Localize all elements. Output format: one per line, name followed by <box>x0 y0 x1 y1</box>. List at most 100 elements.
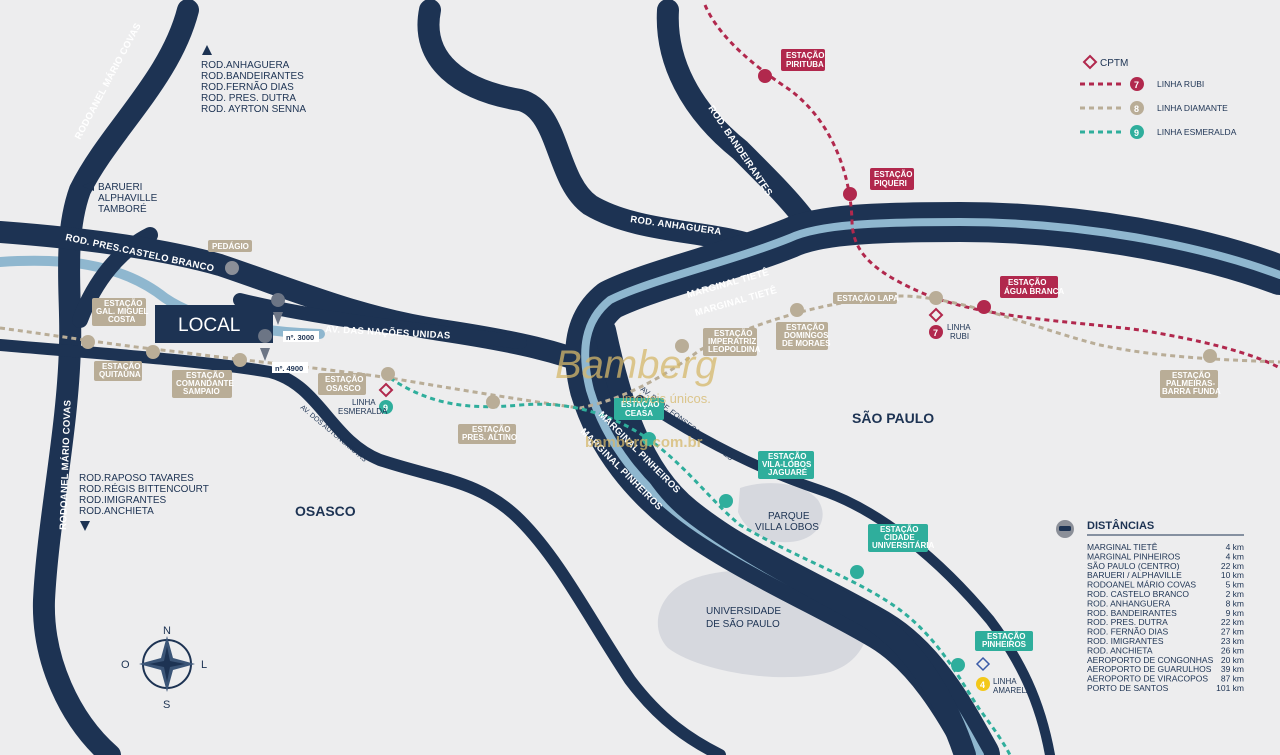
svg-text:TAMBORÉ: TAMBORÉ <box>98 202 147 215</box>
svg-text:DE MORAES: DE MORAES <box>782 339 831 348</box>
svg-text:PALMEIRAS-: PALMEIRAS- <box>1166 379 1216 388</box>
svg-text:AMARELA: AMARELA <box>993 686 1032 695</box>
svg-text:ROD.IMIGRANTES: ROD.IMIGRANTES <box>79 495 167 506</box>
cptm-legend: CPTM 7 LINHA RUBI 8 LINHA DIAMANTE 9 LIN… <box>1080 54 1237 139</box>
svg-text:nº. 3000: nº. 3000 <box>286 333 314 342</box>
local-label: LOCAL <box>178 315 240 336</box>
distance-km: 26 km <box>1221 645 1244 655</box>
svg-text:LINHA RUBI: LINHA RUBI <box>1157 79 1204 89</box>
station-vila-lobos: ESTAÇÃO VILA-LOBOS JAGUARÉ <box>719 451 814 508</box>
distance-place: AEROPORTO DE VIRACOPOS <box>1087 674 1208 684</box>
svg-text:BARUERI: BARUERI <box>98 182 142 193</box>
direction-west: BARUERI ALPHAVILLE TAMBORÉ <box>82 181 158 215</box>
linha-diamante-rail <box>0 294 1280 410</box>
train-icon <box>929 291 943 305</box>
svg-text:ROD.ANCHIETA: ROD.ANCHIETA <box>79 506 154 517</box>
svg-text:PIQUERI: PIQUERI <box>874 179 907 188</box>
svg-text:9: 9 <box>383 403 388 413</box>
station-quitauna: ESTAÇÃO QUITAÚNA <box>94 345 160 381</box>
distance-place: RODOANEL MÁRIO COVAS <box>1087 580 1196 590</box>
svg-text:bamberg.com.br: bamberg.com.br <box>585 434 703 451</box>
svg-text:LINHA: LINHA <box>993 677 1017 686</box>
svg-text:ESTAÇÃO: ESTAÇÃO <box>621 400 660 409</box>
svg-text:ÁGUA BRANCA: ÁGUA BRANCA <box>1004 287 1064 296</box>
svg-text:ESTAÇÃO: ESTAÇÃO <box>1172 371 1211 380</box>
svg-text:4: 4 <box>980 680 985 690</box>
train-icon <box>381 367 395 381</box>
map-pin-icon <box>258 329 273 361</box>
svg-text:7: 7 <box>933 328 938 338</box>
pedagio-label: PEDÁGIO <box>212 242 249 251</box>
station-piqueri: ESTAÇÃO PIQUERI <box>843 168 914 201</box>
svg-text:ALPHAVILLE: ALPHAVILLE <box>98 193 158 204</box>
train-icon <box>486 395 500 409</box>
svg-text:LINHA: LINHA <box>947 323 971 332</box>
station-palmeiras: ESTAÇÃO PALMEIRAS- BARRA FUNDA <box>1160 349 1221 398</box>
svg-text:DOMINGOS: DOMINGOS <box>784 331 829 340</box>
distance-km: 10 km <box>1221 570 1244 580</box>
cptm-diamond-icon <box>928 307 944 323</box>
svg-text:ESTAÇÃO: ESTAÇÃO <box>987 632 1026 641</box>
svg-text:OSASCO: OSASCO <box>326 384 361 393</box>
svg-text:ESTAÇÃO: ESTAÇÃO <box>325 375 364 384</box>
distance-km: 9 km <box>1226 608 1244 618</box>
svg-text:ESTAÇÃO: ESTAÇÃO <box>874 170 913 179</box>
distance-place: PORTO DE SANTOS <box>1087 683 1169 693</box>
compass-rose: N S L O <box>121 625 207 711</box>
distance-km: 23 km <box>1221 636 1244 646</box>
distance-place: ROD. CASTELO BRANCO <box>1087 589 1189 599</box>
distance-km: 5 km <box>1226 580 1244 590</box>
station-pinheiros: ESTAÇÃO PINHEIROS <box>951 631 1033 672</box>
svg-text:ESTAÇÃO: ESTAÇÃO <box>1008 278 1047 287</box>
svg-text:ROD.RAPOSO TAVARES: ROD.RAPOSO TAVARES <box>79 473 194 484</box>
svg-text:ROD.RÉGIS BITTENCOURT: ROD.RÉGIS BITTENCOURT <box>79 482 209 495</box>
parque-label-2: VILLA LOBOS <box>755 522 819 533</box>
cptm-diamond-icon <box>378 382 394 398</box>
station-ceasa: ESTAÇÃO CEASA <box>614 398 664 446</box>
distance-place: AEROPORTO DE CONGONHAS <box>1087 655 1214 665</box>
pedagio-box <box>208 240 252 252</box>
svg-text:PINHEIROS: PINHEIROS <box>982 640 1027 649</box>
train-icon <box>675 339 689 353</box>
linha-esmeralda-rail <box>389 376 1012 755</box>
svg-text:ROD.FERNÃO DIAS: ROD.FERNÃO DIAS <box>201 80 294 93</box>
svg-text:VILA-LOBOS: VILA-LOBOS <box>762 460 812 469</box>
address-tag-3000 <box>283 331 319 342</box>
svg-text:ROD.BANDEIRANTES: ROD.BANDEIRANTES <box>201 71 304 82</box>
svg-text:QUITAÚNA: QUITAÚNA <box>99 370 141 379</box>
train-icon <box>146 345 160 359</box>
svg-text:BARRA FUNDA: BARRA FUNDA <box>1162 387 1221 396</box>
usp-label-2: DE SÃO PAULO <box>706 617 780 630</box>
svg-text:SAMPAIO: SAMPAIO <box>183 387 220 396</box>
svg-text:COMANDANTE: COMANDANTE <box>176 379 234 388</box>
station-gal-miguel: ESTAÇÃO GAL. MIGUEL COSTA <box>81 298 149 349</box>
distance-place: AEROPORTO DE GUARULHOS <box>1087 664 1212 674</box>
usp-label-1: UNIVERSIDADE <box>706 606 781 617</box>
cptm-diamond-icon <box>1082 54 1098 70</box>
station-lapa: ESTAÇÃO LAPA <box>833 291 943 305</box>
svg-text:ESTAÇÃO: ESTAÇÃO <box>186 371 225 380</box>
city-sao-paulo: SÃO PAULO <box>852 409 934 426</box>
distance-place: ROD. FERNÃO DIAS <box>1087 627 1169 637</box>
metro-diamond-icon <box>975 656 991 672</box>
bandeirantes-road <box>656 0 816 231</box>
svg-text:ESTAÇÃO: ESTAÇÃO <box>880 525 919 534</box>
svg-text:ROD. AYRTON SENNA: ROD. AYRTON SENNA <box>201 104 306 115</box>
direction-north: ROD.ANHAGUERA ROD.BANDEIRANTES ROD.FERNÃ… <box>201 45 306 115</box>
distance-km: 4 km <box>1226 551 1244 561</box>
autonomistas-road <box>0 339 726 755</box>
svg-text:ESTAÇÃO LAPA: ESTAÇÃO LAPA <box>837 294 899 303</box>
station-agua-branca: ESTAÇÃO ÁGUA BRANCA <box>977 276 1064 314</box>
svg-text:ESTAÇÃO: ESTAÇÃO <box>102 362 141 371</box>
svg-text:CPTM: CPTM <box>1100 58 1128 69</box>
svg-text:IMPERATRIZ: IMPERATRIZ <box>708 337 756 346</box>
svg-text:LINHA ESMERALDA: LINHA ESMERALDA <box>1157 127 1237 137</box>
station-pirituba: ESTAÇÃO PIRITUBA <box>758 49 825 83</box>
direction-south: ROD.RAPOSO TAVARES ROD.RÉGIS BITTENCOURT… <box>79 473 209 531</box>
station-imperatriz: ESTAÇÃO IMPERATRIZ LEOPOLDINA <box>675 328 761 356</box>
svg-text:7: 7 <box>1134 80 1139 90</box>
line-tag-esmeralda: 9 LINHA ESMERALDA <box>338 382 394 416</box>
watermark: Bamberg imóveis únicos. bamberg.com.br <box>555 343 717 451</box>
